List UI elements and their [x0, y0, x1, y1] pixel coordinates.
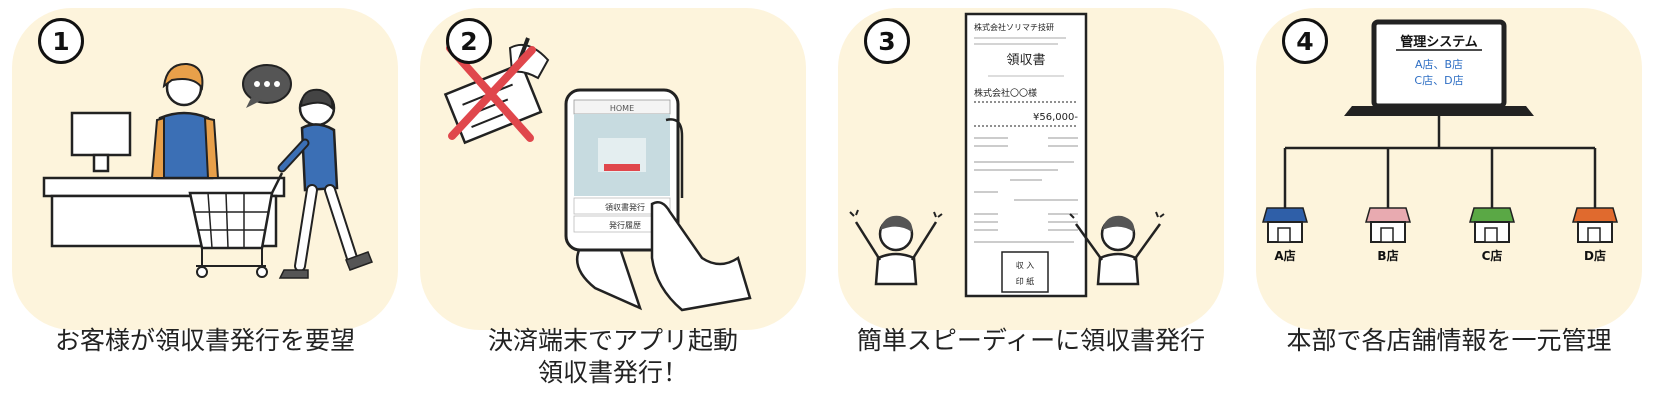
stamp-label-bottom: 印 紙 [1016, 276, 1035, 286]
store-c-label: C店 [1482, 248, 1503, 263]
caption-line: 領収書発行！ [537, 358, 688, 387]
receipt-customer: 株式会社〇〇様 [974, 87, 1037, 99]
store-b-icon: B店 [1365, 207, 1411, 263]
central-management-diagram: 管理システム A店、B店 C店、D店 A店 B店 C店 [1262, 19, 1618, 263]
receipt-amount: ¥56,000- [1033, 112, 1078, 123]
step-2-caption: 決済端末でアプリ起動 領収書発行！ [413, 325, 813, 389]
system-stores-line-2: C店、D店 [1414, 73, 1463, 87]
step-3-panel: 株式会社ソリマチ技研 領収書 株式会社〇〇様 ¥56,000- 収 入 印 紙 [838, 8, 1224, 330]
payment-terminal-illustration: HOME 領収書発行 発行履歴 [443, 37, 752, 312]
system-title: 管理システム [1400, 34, 1478, 50]
step-4-caption: 本部で各店舗情報を一元管理 [1249, 325, 1649, 357]
issue-receipt-button: 領収書発行 [605, 202, 645, 212]
step-number-badge: 1 [38, 18, 84, 64]
step-4-panel: 管理システム A店、B店 C店、D店 A店 B店 C店 [1256, 8, 1642, 330]
step-1-panel: 1 [12, 8, 398, 330]
store-c-icon: C店 [1469, 207, 1515, 263]
step-2-panel: HOME 領収書発行 発行履歴 2 [420, 8, 806, 330]
receipt-title: 領収書 [1006, 52, 1045, 68]
stamp-label-top: 収 入 [1016, 260, 1035, 270]
step-number-badge: 3 [864, 18, 910, 64]
step-number-badge: 2 [446, 18, 492, 64]
receipt-illustration: 株式会社ソリマチ技研 領収書 株式会社〇〇様 ¥56,000- 収 入 印 紙 [849, 12, 1165, 298]
store-d-icon: D店 [1572, 207, 1618, 263]
store-d-label: D店 [1584, 248, 1606, 263]
store-a-icon: A店 [1262, 207, 1308, 263]
step-1-caption: お客様が領収書発行を要望 [5, 325, 405, 357]
caption-line: 本部で各店舗情報を一元管理 [1286, 326, 1612, 355]
caption-line: 簡単スピーディーに領収書発行 [856, 326, 1206, 355]
caption-line: お客様が領収書発行を要望 [54, 326, 355, 355]
caption-line: 決済端末でアプリ起動 [487, 326, 738, 355]
step-number-badge: 4 [1282, 18, 1328, 64]
receipt-company: 株式会社ソリマチ技研 [974, 22, 1054, 32]
store-b-label: B店 [1377, 248, 1398, 263]
customer-request-illustration [42, 62, 373, 279]
system-stores-line-1: A店、B店 [1415, 57, 1463, 71]
step-3-caption: 簡単スピーディーに領収書発行 [831, 325, 1231, 357]
issue-history-button: 発行履歴 [609, 220, 641, 230]
phone-header-label: HOME [610, 104, 634, 113]
store-a-label: A店 [1274, 248, 1295, 263]
